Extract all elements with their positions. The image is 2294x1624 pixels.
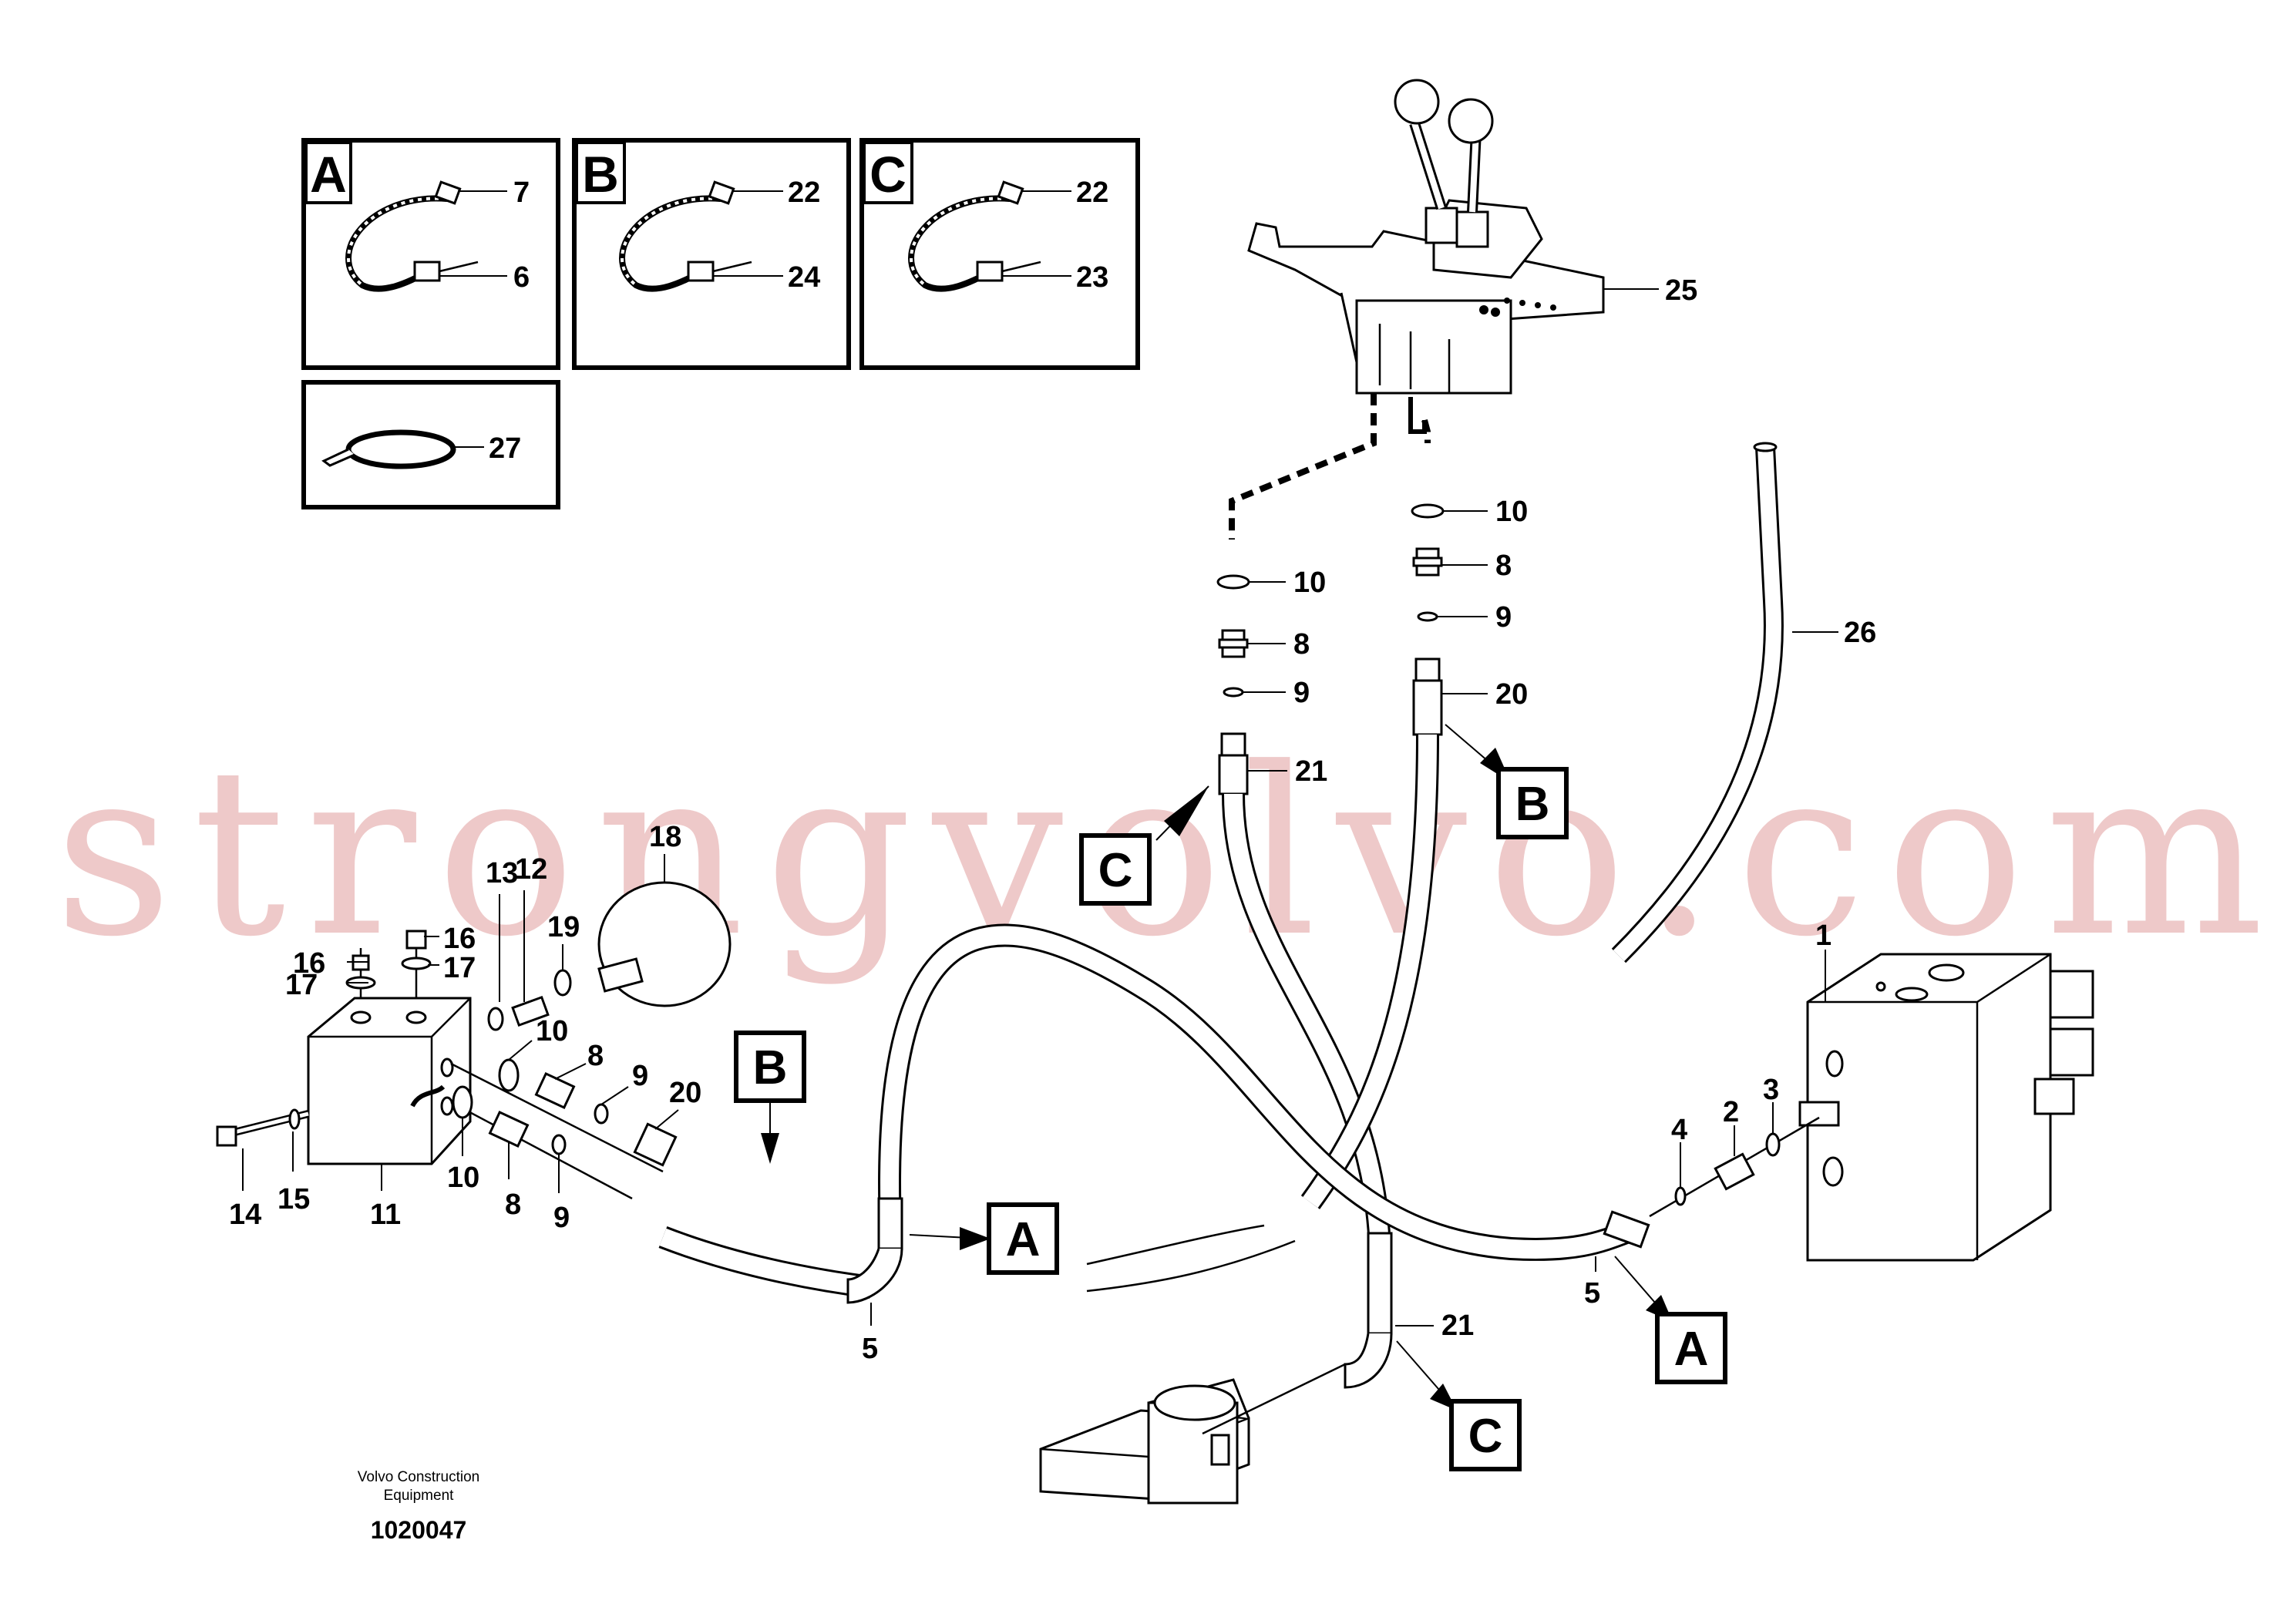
label-15: 15 xyxy=(278,1183,310,1215)
valve-block-11: 16 17 16 17 14 15 11 xyxy=(216,923,476,1231)
label-19: 19 xyxy=(547,911,580,943)
inset-b: B 22 24 xyxy=(572,138,851,370)
label-1: 1 xyxy=(1815,920,1832,952)
label-26: 26 xyxy=(1844,617,1876,649)
ref-box-a-right-letter: A xyxy=(1674,1323,1709,1376)
ref-box-b-left: B xyxy=(734,1031,806,1164)
label-8-d: 8 xyxy=(505,1189,521,1221)
inset-a-label-7: 7 xyxy=(513,177,530,209)
fitting-stack-left: 10 8 9 21 xyxy=(1216,567,1327,795)
ref-box-a-mid: A xyxy=(909,1202,1059,1275)
left-fitting-chain: 10 8 9 20 10 8 9 xyxy=(447,1015,701,1234)
label-10-d: 10 xyxy=(447,1162,479,1194)
label-9-d: 9 xyxy=(553,1202,570,1234)
label-14: 14 xyxy=(229,1199,261,1231)
inset-b-label-22: 22 xyxy=(788,177,820,209)
solenoid-valve xyxy=(1039,1363,1346,1505)
label-17-a: 17 xyxy=(285,969,318,1001)
label-12: 12 xyxy=(515,853,547,886)
label-5-b: 5 xyxy=(1584,1277,1600,1310)
label-3: 3 xyxy=(1763,1074,1779,1106)
ref-box-a-mid-letter: A xyxy=(1006,1213,1041,1266)
inset-c-letter: C xyxy=(870,146,906,203)
label-8-b: 8 xyxy=(1495,550,1512,582)
label-16-b: 16 xyxy=(443,923,476,955)
label-25: 25 xyxy=(1665,274,1697,307)
pilot-control-valve: 25 xyxy=(1229,79,1697,540)
inset-a: A 7 6 xyxy=(301,138,560,370)
label-20-c: 20 xyxy=(669,1077,701,1109)
ref-box-c-bottom: C xyxy=(1396,1340,1522,1471)
ref-box-a-right: A xyxy=(1614,1256,1727,1384)
label-20-b: 20 xyxy=(1495,678,1528,711)
accumulator-18: 18 13 12 19 xyxy=(486,821,732,1031)
ref-box-b-right-letter: B xyxy=(1515,778,1550,831)
ref-box-c-top: C xyxy=(1079,785,1209,906)
label-10-b: 10 xyxy=(1495,496,1528,528)
label-5-a: 5 xyxy=(862,1333,878,1365)
watermark-text: strongvolvo.com xyxy=(54,718,2284,987)
hose-26: 26 xyxy=(1611,442,1876,963)
label-8-c: 8 xyxy=(587,1040,604,1072)
inset-a-letter: A xyxy=(310,146,347,203)
inset-c-label-22: 22 xyxy=(1076,177,1108,209)
label-10-a: 10 xyxy=(1293,567,1326,599)
label-11: 11 xyxy=(370,1199,401,1231)
inset-c-label-23: 23 xyxy=(1076,261,1108,294)
fitting-stack-right: 10 8 9 20 xyxy=(1411,496,1528,736)
ref-box-c-bottom-letter: C xyxy=(1468,1410,1503,1463)
footer-line1: Volvo Construction xyxy=(358,1469,479,1485)
footer-line2: Equipment xyxy=(384,1488,455,1504)
label-10-c: 10 xyxy=(536,1015,568,1047)
ref-box-b-right: B xyxy=(1445,724,1569,839)
label-16-a: 16 xyxy=(293,947,325,980)
ref-box-c-top-letter: C xyxy=(1098,844,1133,897)
footer-number: 1020047 xyxy=(371,1516,467,1544)
inset-strap-label-27: 27 xyxy=(489,432,521,465)
label-2: 2 xyxy=(1723,1096,1739,1128)
label-4: 4 xyxy=(1671,1114,1687,1146)
label-9-c: 9 xyxy=(632,1060,648,1092)
inset-c: C 22 23 xyxy=(859,138,1140,370)
inset-b-letter: B xyxy=(582,146,619,203)
inset-b-label-24: 24 xyxy=(788,261,820,294)
main-valve-1: 1 4 2 3 xyxy=(1649,920,2094,1262)
label-9-a: 9 xyxy=(1293,677,1310,709)
inset-a-label-6: 6 xyxy=(513,261,530,294)
label-21-a: 21 xyxy=(1295,755,1327,788)
label-8-a: 8 xyxy=(1293,628,1310,661)
label-21-b: 21 xyxy=(1441,1310,1474,1342)
ref-box-b-left-letter: B xyxy=(753,1041,788,1094)
inset-strap: 27 xyxy=(301,380,560,509)
label-13: 13 xyxy=(486,857,518,889)
label-17-b: 17 xyxy=(443,952,476,984)
hoses xyxy=(658,734,1650,1389)
label-9-b: 9 xyxy=(1495,601,1512,634)
label-18: 18 xyxy=(649,821,681,853)
